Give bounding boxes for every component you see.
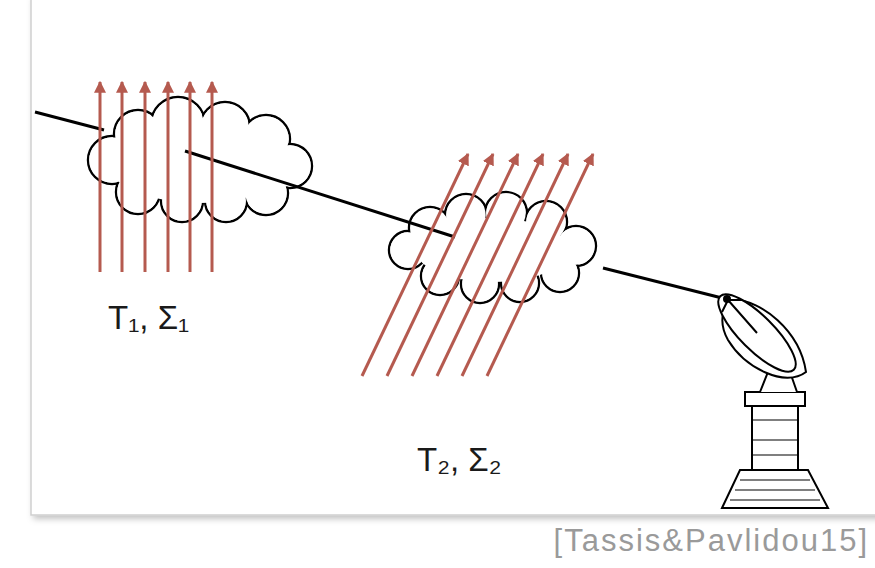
pedestal-bands bbox=[752, 420, 798, 455]
telescope-pedestal bbox=[752, 405, 798, 470]
telescope-feed bbox=[722, 300, 757, 333]
slide-frame bbox=[31, 0, 875, 515]
field-arrow bbox=[462, 154, 568, 376]
field-arrow bbox=[487, 154, 593, 376]
telescope-dish bbox=[708, 284, 806, 382]
cloud-label: T₂, Σ₂ bbox=[417, 442, 502, 478]
telescope-base-lines bbox=[730, 480, 820, 500]
magnetic-field-arrows bbox=[100, 82, 212, 272]
line-of-sight bbox=[185, 151, 455, 237]
field-arrow bbox=[167, 82, 170, 272]
field-arrow bbox=[99, 82, 102, 272]
field-arrow bbox=[144, 82, 147, 272]
cloud-label: T₁, Σ₁ bbox=[108, 300, 189, 336]
cloud-fill bbox=[201, 103, 248, 150]
citation: [Tassis&Pavlidou15] bbox=[554, 524, 869, 558]
field-arrow bbox=[121, 82, 124, 272]
cloud-fill bbox=[245, 172, 286, 213]
field-arrow bbox=[189, 82, 192, 272]
telescope-base bbox=[722, 470, 828, 508]
magnetic-field-arrows bbox=[362, 154, 593, 376]
telescope-mount bbox=[745, 392, 805, 406]
radio-telescope bbox=[708, 284, 828, 508]
line-of-sight bbox=[35, 112, 104, 130]
cloud-fill bbox=[542, 255, 577, 290]
line-of-sight bbox=[603, 268, 726, 299]
field-arrow bbox=[211, 82, 214, 272]
cloud-fill bbox=[152, 98, 203, 149]
field-arrow bbox=[437, 154, 543, 376]
cloud-fill bbox=[446, 195, 485, 234]
cloud-fill bbox=[117, 171, 158, 212]
telescope-feed-tip bbox=[724, 296, 730, 302]
